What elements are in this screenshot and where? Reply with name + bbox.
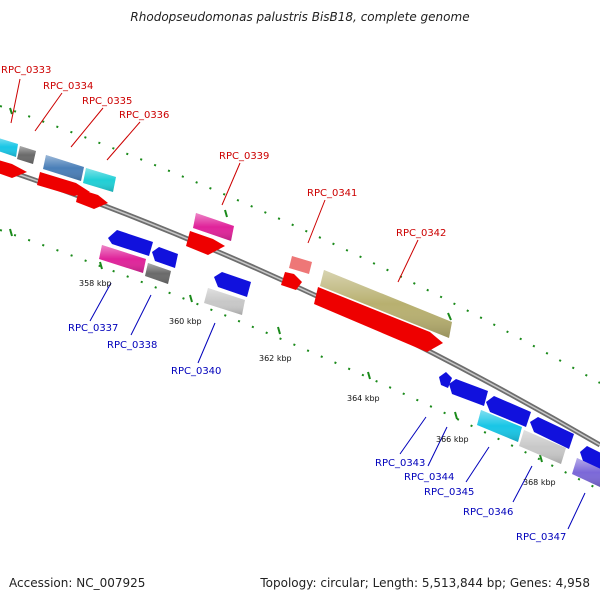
gene-label-rpc-0342: RPC_0342 [396,228,446,239]
gene-label-rpc-0340: RPC_0340 [171,366,221,377]
map-title: Rhodopseudomonas palustris BisB18, compl… [130,10,470,24]
scale-tick-label: 368 kbp [523,478,556,487]
inner-dotted-ring [0,229,600,491]
gene-blue-reverse-4[interactable] [439,372,452,388]
gene-label-rpc-0346: RPC_0346 [463,507,513,518]
gene-red-forward-6[interactable] [314,287,443,352]
gene-label-rpc-0345: RPC_0345 [424,487,474,498]
gene-blue-reverse-3[interactable] [214,272,251,297]
gene-rpc-0336[interactable] [83,168,116,192]
gene-rpc-0344[interactable] [477,410,522,442]
gene-rpc-0345[interactable] [519,430,566,464]
gene-label-rpc-0347: RPC_0347 [516,532,566,543]
gene-label-rpc-0339: RPC_0339 [219,151,269,162]
scale-tick-label: 358 kbp [79,279,112,288]
gene-blue-reverse-8[interactable] [580,446,600,470]
gene-label-rpc-0335: RPC_0335 [82,96,132,107]
topology-text: Topology: circular; Length: 5,513,844 bp… [260,576,590,590]
gene-blue-reverse-5[interactable] [449,379,488,406]
gene-label-rpc-0338: RPC_0338 [107,340,157,351]
scale-tick-label: 362 kbp [259,354,292,363]
gene-label-rpc-0337: RPC_0337 [68,323,118,334]
gene-blue-reverse-1[interactable] [108,230,153,256]
forward-leader-lines [10,78,419,283]
gene-rpc-0341[interactable] [289,256,312,274]
gene-rpc-0342[interactable] [320,270,452,338]
gene-gray-small-forward[interactable] [17,146,36,164]
ring-tick-marks [9,107,543,463]
gene-rpc-0337[interactable] [99,245,146,273]
gene-rpc-0333[interactable] [0,137,18,157]
gene-label-rpc-0343: RPC_0343 [375,458,425,469]
scale-tick-label: 360 kbp [169,317,202,326]
gene-rpc-0340[interactable] [204,288,245,315]
gene-label-rpc-0333: RPC_0333 [1,65,51,76]
gene-blue-reverse-2[interactable] [152,247,178,268]
gene-label-rpc-0334: RPC_0334 [43,81,93,92]
gene-red-forward-3[interactable] [76,189,108,209]
scale-tick-label: 366 kbp [436,435,469,444]
accession-text: Accession: NC_007925 [9,576,146,590]
outer-dotted-ring [0,105,600,384]
scale-tick-label: 364 kbp [347,394,380,403]
gene-blue-reverse-6[interactable] [486,396,531,427]
gene-label-rpc-0341: RPC_0341 [307,188,357,199]
forward-genes [0,137,452,352]
gene-blue-reverse-7[interactable] [530,417,574,449]
gene-red-forward-4[interactable] [186,231,225,255]
gene-label-rpc-0344: RPC_0344 [404,472,454,483]
reverse-leader-lines [89,282,586,530]
gene-rpc-0339[interactable] [193,213,234,241]
reverse-genes [99,230,600,487]
gene-rpc-0347[interactable] [572,458,600,487]
gene-red-forward-1[interactable] [0,159,27,178]
gene-rpc-0338[interactable] [145,263,171,284]
gene-label-rpc-0336: RPC_0336 [119,110,169,121]
gene-rpc-0335[interactable] [43,155,84,181]
gene-red-forward-2[interactable] [37,172,90,196]
gene-red-forward-5[interactable] [281,272,302,290]
